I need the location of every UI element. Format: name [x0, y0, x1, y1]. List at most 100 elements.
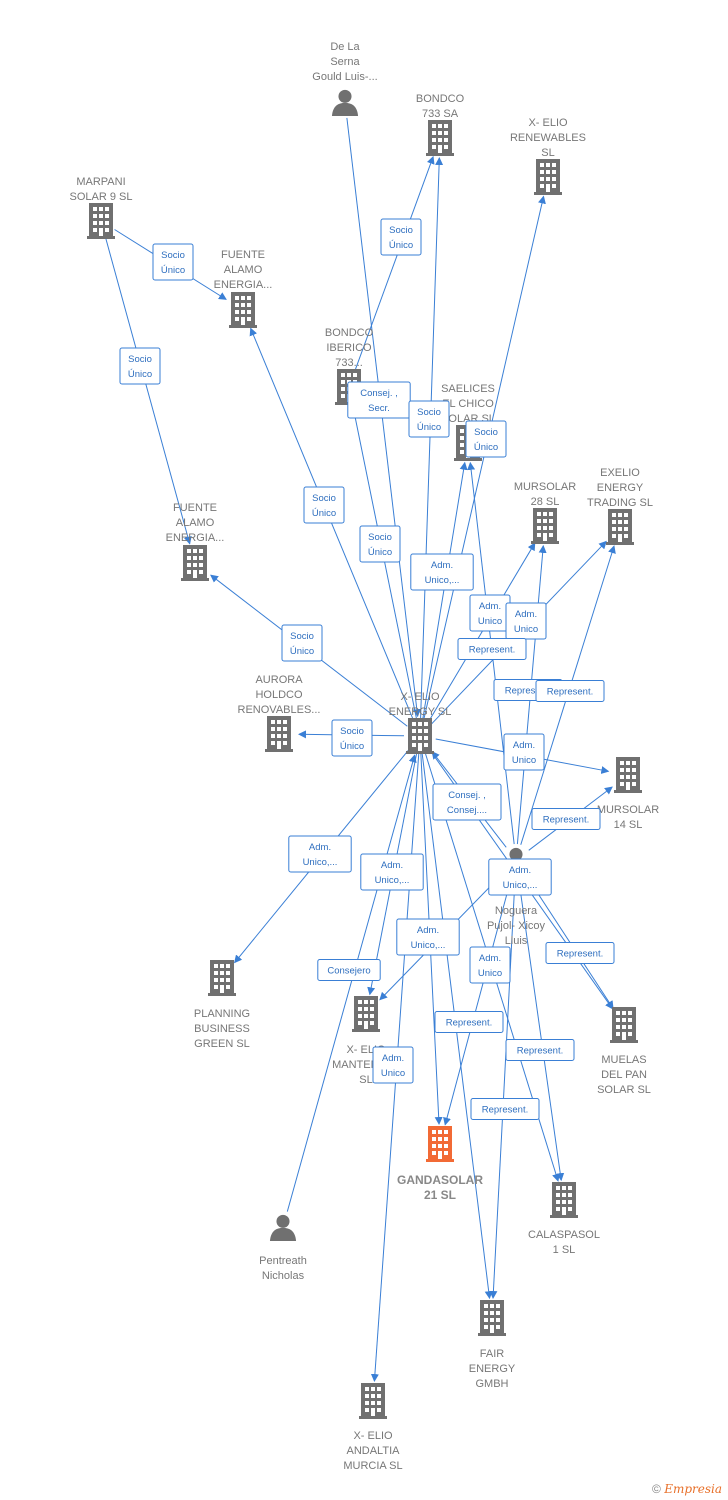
- edge-label[interactable]: Represent.: [535, 680, 605, 702]
- edge-xelio_energy-to-mursolar28: [427, 542, 536, 723]
- building-icon: [614, 757, 642, 793]
- edge-label[interactable]: Consej. ,Secr.: [347, 381, 411, 419]
- edge-label-text: Adm.Unico,...: [425, 560, 460, 586]
- edge-label[interactable]: Adm.Unico: [372, 1046, 414, 1084]
- building-icon: [610, 1007, 638, 1043]
- edge-label-text: Adm.Unico: [478, 953, 502, 979]
- brand-name: Empresia: [664, 1482, 722, 1496]
- edge-label[interactable]: Adm.Unico: [469, 594, 511, 632]
- building-icon: [229, 292, 257, 328]
- edge-label-text: Represent.: [517, 1046, 563, 1057]
- edge-label[interactable]: Represent.: [434, 1011, 504, 1033]
- edge-label-box: [465, 420, 507, 458]
- edge-marpani-to-fuente2: [104, 236, 192, 545]
- edge-label[interactable]: Adm.Unico: [469, 946, 511, 984]
- edge-label-text: Adm.Unico: [512, 740, 536, 766]
- building-icon: [406, 718, 434, 754]
- edge-label[interactable]: Represent.: [457, 638, 527, 660]
- building-icon: [534, 159, 562, 195]
- edge-label-box: [545, 942, 615, 964]
- edge-label[interactable]: Consej. ,Consej....: [432, 783, 502, 821]
- edge-label[interactable]: Adm.Unico: [503, 733, 545, 771]
- edge-label-box: [331, 719, 373, 757]
- edge-label[interactable]: Adm.Unico: [505, 602, 547, 640]
- edge-xelio_energy-to-fuente1: [249, 327, 415, 722]
- edge-label-box: [531, 808, 601, 830]
- edge-label-box: [119, 347, 161, 385]
- copyright-icon: ©: [652, 1482, 661, 1496]
- edge-label[interactable]: Represent.: [545, 942, 615, 964]
- edge-label-box: [380, 218, 422, 256]
- edge-label[interactable]: Adm.Unico,...: [488, 858, 552, 896]
- edge-label-box: [457, 638, 527, 660]
- edge-label-text: Represent.: [557, 949, 603, 960]
- edge-label-text: Consej. ,Consej....: [447, 790, 487, 816]
- edge-label[interactable]: Represent.: [470, 1098, 540, 1120]
- edge-noguera-to-fair: [489, 875, 516, 1300]
- edge-label-text: Consejero: [327, 966, 370, 977]
- building-icon: [352, 996, 380, 1032]
- edge-bondco_ib-to-bondco733: [354, 155, 435, 373]
- edge-xelio_energy-to-xelio_renew: [423, 195, 546, 721]
- edge-label[interactable]: Adm.Unico,...: [360, 853, 424, 891]
- edge-label-box: [434, 1011, 504, 1033]
- edge-label[interactable]: Adm.Unico,...: [288, 835, 352, 873]
- edge-label[interactable]: Represent.: [531, 808, 601, 830]
- edge-label[interactable]: Represent.: [505, 1039, 575, 1061]
- building-icon: [426, 120, 454, 156]
- edge-noguera-to-muelas: [524, 873, 614, 1010]
- edge-label-box: [372, 1046, 414, 1084]
- edge-label-box: [152, 243, 194, 281]
- footer-brand[interactable]: © Empresia: [652, 1482, 722, 1496]
- edge-label-text: Adm.Unico: [381, 1053, 405, 1079]
- edge-label-box: [410, 553, 474, 591]
- edge-label[interactable]: Consejero: [317, 959, 381, 981]
- edge-label[interactable]: Adm.Unico,...: [396, 918, 460, 956]
- edge-label[interactable]: Adm.Unico,...: [410, 553, 474, 591]
